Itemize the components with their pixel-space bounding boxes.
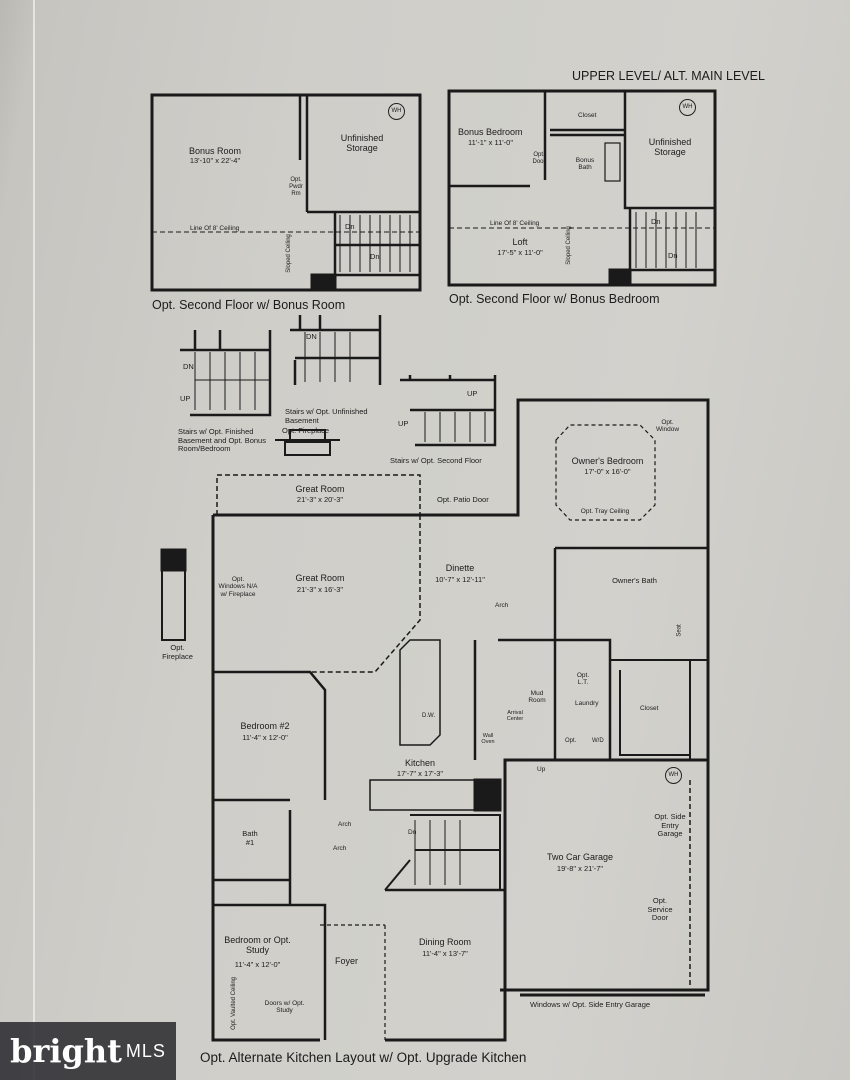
stairs-second-floor-caption: Stairs w/ Opt. Second Floor — [390, 456, 482, 465]
main-level-plan-walls — [160, 398, 710, 1042]
great-room-label: Great Room — [295, 573, 345, 583]
closet-label: Closet — [578, 112, 597, 119]
watermark-suffix: MLS — [125, 1040, 166, 1061]
arch-label: Arch — [338, 821, 352, 828]
stair-dn-label: DN — [183, 362, 194, 371]
storage-label: Unfinished Storage — [340, 133, 384, 154]
stair-dn-label: Dn — [651, 217, 661, 226]
dishwasher-label: D.W. — [422, 713, 435, 719]
closet-label: Closet — [640, 705, 659, 712]
paper-edge — [33, 0, 35, 1080]
plan-caption: Opt. Alternate Kitchen Layout w/ Opt. Up… — [200, 1050, 527, 1065]
owners-bath-label: Owner's Bath — [612, 576, 657, 585]
service-door-label: Opt. Service Door — [647, 896, 673, 923]
water-heater-icon: WH — [679, 99, 696, 116]
wall-oven-label: Wall Oven — [481, 733, 495, 746]
loft-size: 17'-5" x 11'-0" — [497, 248, 543, 257]
stair-dn-label: Dn — [370, 252, 380, 261]
stair-dn-label: Dn — [345, 222, 355, 231]
level-title: UPPER LEVEL/ ALT. MAIN LEVEL — [572, 69, 765, 83]
opt-windows-label: Opt. Windows N/A w/ Fireplace — [218, 576, 258, 598]
powder-room-label: Opt. Pwdr Rm — [289, 177, 303, 197]
sloped-ceiling-label: Sloped Ceiling — [565, 226, 572, 265]
dining-room-label: Dining Room — [418, 937, 472, 947]
bedroom2-label: Bedroom #2 — [240, 721, 290, 731]
arrival-center-label: Arrival Center — [506, 710, 524, 723]
foyer-label: Foyer — [335, 956, 359, 966]
dinette-size: 10'-7" x 12'-11" — [435, 575, 485, 584]
stair-dn-label: Dn — [668, 251, 678, 260]
opt-fireplace-label: Opt. Fireplace — [162, 643, 193, 661]
washer-dryer-label: W/D — [592, 738, 604, 744]
great-room-opt-size: 21'-3" x 20'-3" — [296, 495, 344, 504]
opt-label: Opt. — [565, 738, 577, 744]
mud-room-label: Mud Room — [528, 690, 546, 705]
dining-room-size: 11'-4" x 13'-7" — [422, 949, 468, 958]
opt-door-label: Opt. Door — [532, 152, 546, 165]
bonus-bath-label: Bonus Bath — [575, 157, 595, 172]
stair-option-diagrams — [180, 315, 497, 456]
arch-label: Arch — [495, 602, 509, 609]
garage-windows-label: Windows w/ Opt. Side Entry Garage — [530, 1000, 651, 1009]
bonus-bedroom-size: 11'-1" x 11'-0" — [468, 138, 514, 147]
laundry-label: Laundry — [575, 700, 599, 707]
bath1-label: Bath #1 — [242, 829, 258, 847]
great-room-opt-label: Great Room — [295, 484, 345, 494]
fireplace-option-caption: Opt. Fireplace — [282, 426, 330, 435]
kitchen-label: Kitchen — [404, 758, 436, 768]
opt-lt-label: Opt. L.T. — [576, 672, 590, 687]
bright-mls-watermark: bright MLS — [0, 1022, 176, 1080]
patio-door-label: Opt. Patio Door — [437, 495, 489, 504]
plan-caption: Opt. Second Floor w/ Bonus Room — [152, 298, 346, 312]
water-heater-icon: WH — [388, 103, 405, 120]
vaulted-ceiling-label: Opt. Vaulted Ceiling — [231, 976, 238, 1030]
stair-dn-label: Dn — [408, 829, 417, 836]
stairs-unfinished-caption: Stairs w/ Opt. Unfinished Basement — [285, 407, 368, 425]
sloped-ceiling-label: Sloped Ceiling — [285, 234, 292, 273]
bonus-room-label: Bonus Room — [188, 146, 242, 156]
bonus-room-plan-walls — [150, 93, 422, 292]
stairs-finished-caption: Stairs w/ Opt. Finished Basement and Opt… — [178, 427, 266, 454]
opt-window-label: Opt. Window — [655, 419, 680, 434]
side-entry-label: Opt. Side Entry Garage — [654, 812, 686, 839]
dinette-label: Dinette — [445, 563, 475, 573]
bonus-room-size: 13'-10" x 22'-4" — [189, 156, 241, 165]
ceiling-line-label: Line Of 8' Ceiling — [490, 220, 540, 227]
doors-study-label: Doors w/ Opt. Study — [264, 1000, 305, 1015]
bedroom2-size: 11'-4" x 12'-0" — [242, 733, 288, 742]
tray-ceiling-label: Opt. Tray Ceiling — [580, 508, 630, 515]
garage-label: Two Car Garage — [546, 852, 614, 862]
study-size: 11'-4" x 12'-0" — [234, 960, 281, 969]
kitchen-size: 17'-7" x 17'-3" — [396, 769, 444, 778]
owners-bedroom-label: Owner's Bedroom — [571, 456, 644, 466]
stair-up-label: UP — [180, 394, 191, 403]
bonus-bedroom-plan-walls — [447, 89, 717, 287]
water-heater-icon: WH — [665, 767, 682, 784]
bonus-bedroom-label: Bonus Bedroom — [458, 127, 523, 137]
stair-dn-label: DN — [306, 332, 317, 341]
storage-label: Unfinished Storage — [648, 137, 692, 158]
garage-size: 19'-8" x 21'-7" — [556, 864, 604, 873]
stair-up-label: Up — [537, 766, 546, 773]
stair-up-label: UP — [467, 389, 478, 398]
owners-bedroom-size: 17'-0" x 16'-0" — [584, 467, 631, 476]
great-room-size: 21'-3" x 16'-3" — [296, 585, 344, 594]
plan-caption: Opt. Second Floor w/ Bonus Bedroom — [449, 292, 660, 306]
stair-up-label: UP — [398, 419, 409, 428]
arch-label: Arch — [333, 845, 347, 852]
ceiling-line-label: Line Of 8' Ceiling — [190, 225, 240, 232]
watermark-brand: bright — [10, 1032, 122, 1070]
study-label: Bedroom or Opt. Study — [224, 935, 291, 956]
seat-label: Seat — [676, 624, 683, 637]
loft-label: Loft — [512, 237, 528, 247]
